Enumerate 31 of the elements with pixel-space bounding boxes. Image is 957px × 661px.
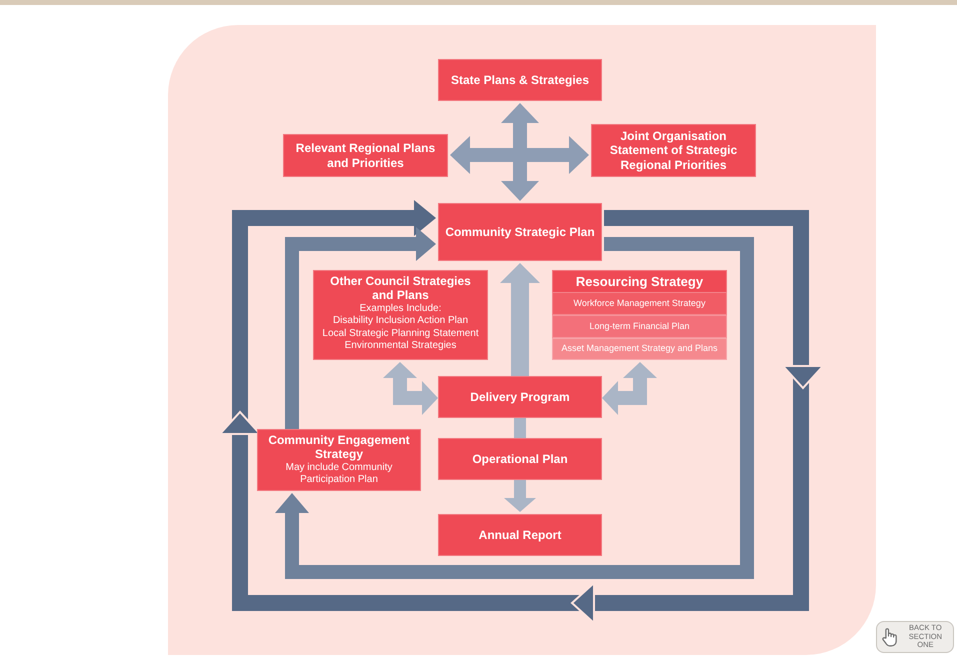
box-title: Joint Organisation Statement of Strategic Regional Priorities: [608, 128, 738, 172]
box-title: Resourcing Strategy: [576, 274, 704, 290]
row-text: Workforce Management Strategy: [574, 298, 706, 310]
box-note: Environmental Strategies: [344, 340, 456, 353]
row-text: Long-term Financial Plan: [589, 320, 690, 332]
box-note: Examples Include:: [360, 302, 442, 316]
box-title: Relevant Regional Plans and Priorities: [294, 141, 436, 170]
box-note: Disability Inclusion Action Plan: [332, 315, 468, 328]
box-title: State Plans & Strategies: [450, 72, 590, 88]
list-row: [552, 315, 727, 338]
list-row: [552, 338, 727, 360]
box-title: Annual Report: [478, 528, 562, 542]
row-text: Asset Management Strategy and Plans: [561, 343, 718, 355]
plan-box: [438, 438, 602, 480]
plan-box: [438, 59, 602, 101]
box-title: Operational Plan: [472, 452, 568, 466]
plan-box: [438, 514, 602, 556]
box-title: Delivery Program: [470, 390, 570, 404]
plan-box: [591, 124, 756, 177]
plan-box: [313, 270, 488, 360]
box-note: May include Community Participation Plan: [284, 462, 394, 487]
plan-box: [438, 203, 602, 261]
plan-box: [257, 429, 421, 491]
box-title: Community Engagement Strategy: [267, 433, 411, 462]
plan-box: [552, 270, 727, 360]
plan-box: [438, 376, 602, 418]
box-title: Other Council Strategies and Plans: [329, 274, 472, 303]
list-row: [552, 292, 727, 315]
box-title: Community Strategic Plan: [445, 224, 595, 240]
box-note: Local Strategic Planning Statement: [322, 328, 479, 340]
plan-box: [283, 134, 448, 177]
